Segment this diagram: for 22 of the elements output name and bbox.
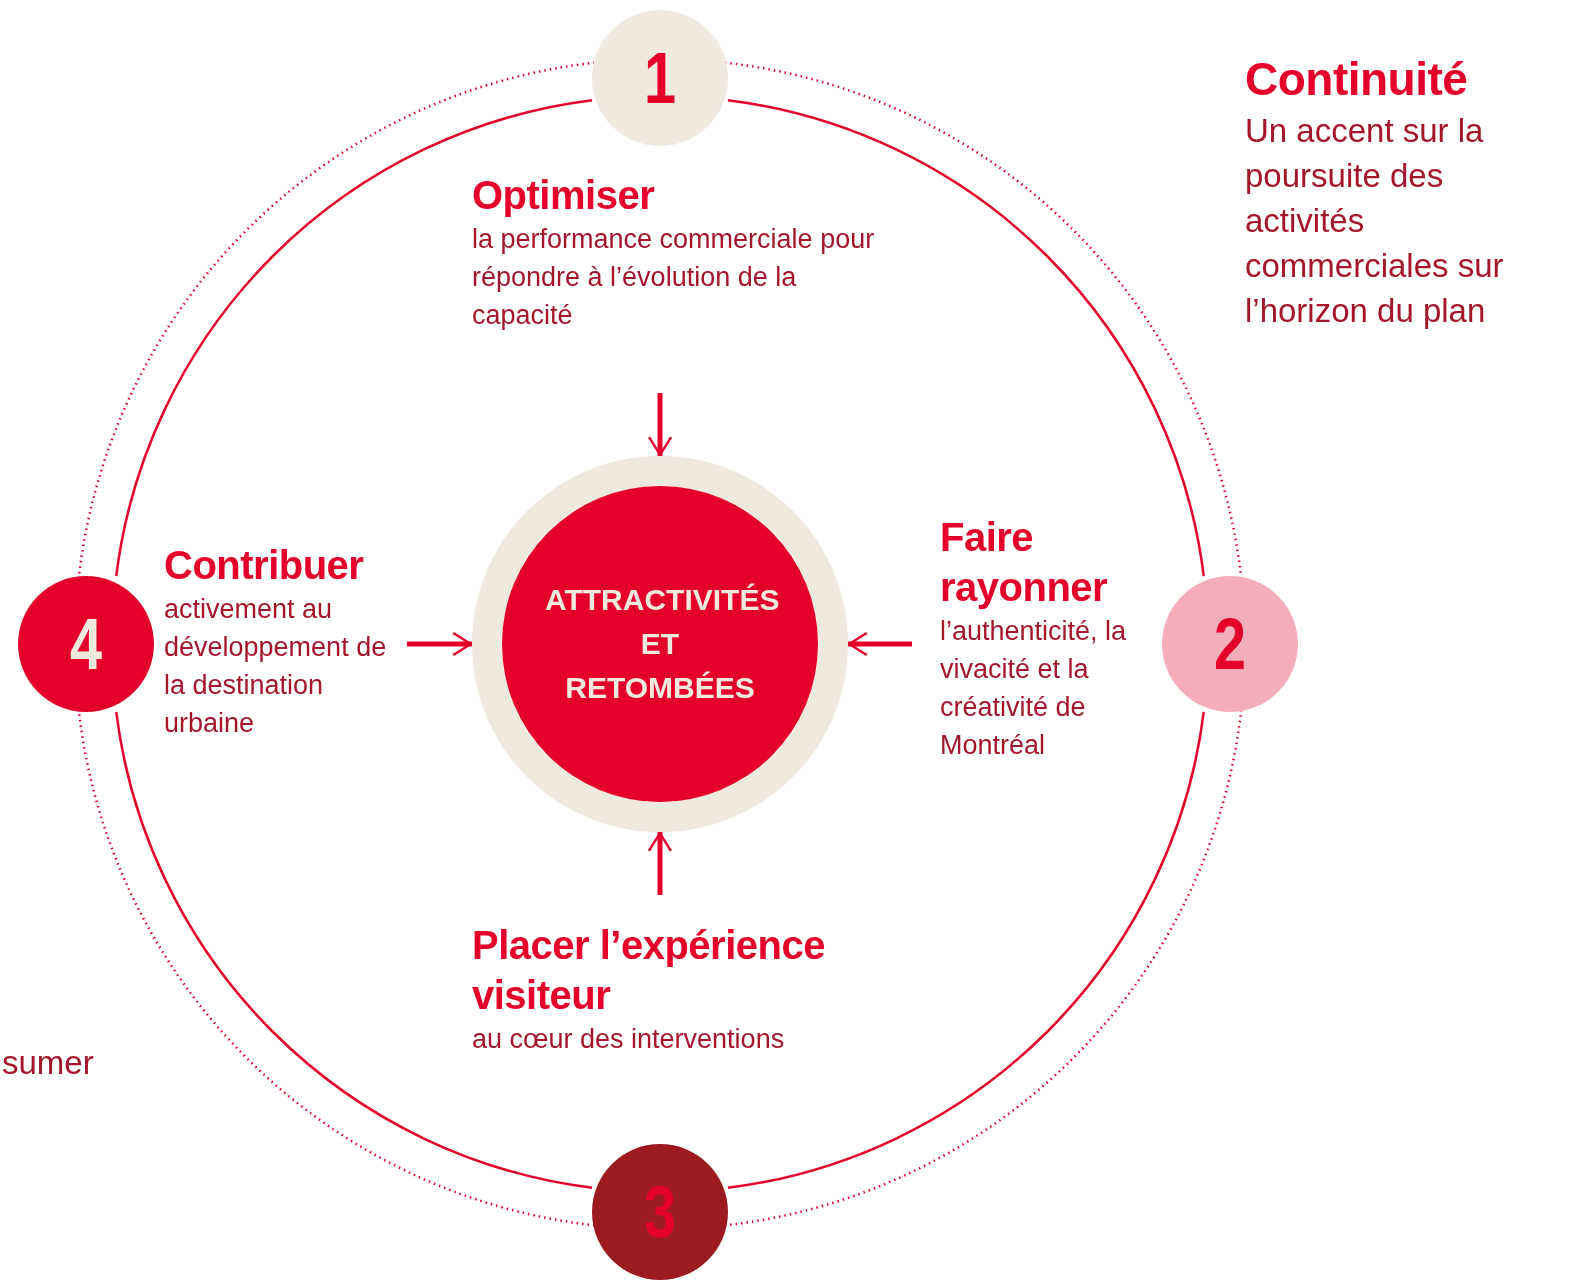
heading: Contribuer xyxy=(164,542,365,589)
description: au cœur des interventions xyxy=(472,1023,786,1056)
arrow xyxy=(407,632,472,656)
ring-arc xyxy=(727,711,1205,1189)
description: la performance commerciale pour répondre à l’évolution de la capacité xyxy=(472,223,876,332)
ring-arc xyxy=(727,99,1205,577)
cut-text: sumer xyxy=(2,1043,94,1083)
arrow xyxy=(648,393,672,456)
description: activement au développement de la destination urbaine xyxy=(164,593,388,740)
step-number: 4 xyxy=(69,608,102,680)
heading: Optimiser xyxy=(472,172,656,219)
arrow xyxy=(648,832,672,895)
heading: Placer l’expérience visiteur xyxy=(472,922,826,1019)
heading: Continuité xyxy=(1245,52,1469,107)
ring-arc xyxy=(115,711,593,1189)
heading: Faire rayonner xyxy=(940,514,1109,611)
arrow xyxy=(848,632,912,656)
description: l’authenticité, la vivacité et la créativité de Montréal xyxy=(940,615,1128,762)
step-number: 3 xyxy=(643,1176,676,1248)
description: Un accent sur la poursuite des activités commerciales sur l’horizon du plan xyxy=(1245,111,1505,331)
step-number: 1 xyxy=(643,42,676,114)
step-number: 2 xyxy=(1213,608,1246,680)
